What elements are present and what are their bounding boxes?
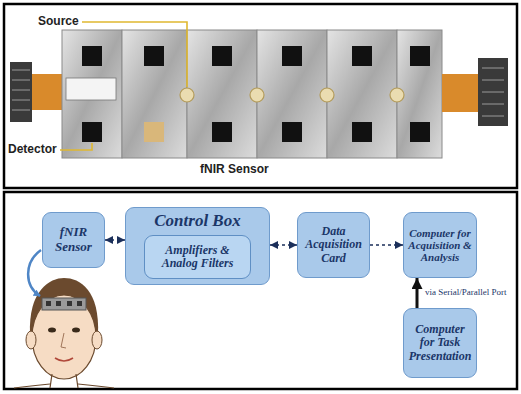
node-label: Data Acquisition Card: [302, 225, 365, 265]
leader-line: [82, 22, 187, 87]
connector-plug: [12, 110, 30, 111]
connector-plug: [442, 58, 508, 126]
sensor-box: fNIR Sensor: [42, 212, 105, 268]
connector-plug: [482, 80, 504, 81]
caption-label: fNIR Sensor: [200, 163, 269, 177]
pointer-arrow: [28, 250, 41, 296]
detector-window: [144, 46, 164, 66]
panel-frame: [4, 192, 517, 389]
detector-window: [282, 46, 302, 66]
connector-plug: [32, 74, 64, 110]
detector-window: [82, 46, 102, 66]
detector-window: [212, 122, 232, 142]
detector-window: [410, 122, 430, 142]
connector-plug: [10, 62, 64, 122]
head-drawing: [14, 384, 114, 388]
head-drawing: [50, 374, 78, 388]
connector-plug: [482, 68, 504, 69]
source-emitter: [390, 88, 404, 102]
foil-pad: [327, 30, 397, 158]
computer-box: Computer for Acquisition & Analysis: [403, 212, 477, 278]
head-drawing: [14, 250, 114, 388]
sensor-photo: [4, 4, 517, 188]
head-drawing: [48, 328, 56, 333]
head-drawing: [72, 328, 80, 333]
connector-arrow: [416, 278, 419, 308]
detector-window: [410, 46, 430, 66]
connector-plug: [482, 104, 504, 105]
control-box: Control BoxAmplifiers & Analog Filters: [125, 207, 270, 285]
connector-arrow: [270, 244, 297, 246]
connector-plug: [12, 80, 30, 81]
part-label: Detector: [8, 143, 57, 157]
connector-plug: [12, 70, 30, 71]
connector-arrow: [370, 244, 403, 246]
filter-box: Amplifiers & Analog Filters: [144, 235, 251, 279]
foil-pad: [62, 30, 122, 158]
source-emitter: [250, 88, 264, 102]
connector-plug: [10, 62, 32, 122]
leader-line: [60, 22, 187, 150]
computer-box: Computer for Task Presentation: [403, 308, 477, 378]
foil-pad: [62, 30, 442, 158]
sensor-band: [46, 301, 82, 306]
sticker: [66, 78, 116, 100]
head-drawing: [92, 331, 102, 349]
connector-plug: [478, 58, 508, 126]
detector-window: [282, 122, 302, 142]
leader-line: [60, 143, 92, 150]
node-label: Control Box: [130, 211, 265, 230]
source-emitter: [180, 88, 404, 102]
part-label: Source: [38, 15, 79, 29]
head-drawing: [55, 358, 73, 361]
daq-box: Data Acquisition Card: [297, 212, 370, 278]
connector-plug: [12, 100, 30, 101]
connector-plug: [12, 90, 30, 91]
sensor-band: [67, 301, 72, 306]
head-drawing: [61, 333, 66, 348]
sensor-band: [42, 298, 86, 310]
node-label: Computer for Task Presentation: [408, 323, 472, 363]
node-label: Computer for Acquisition & Analysis: [408, 227, 472, 264]
connector-arrow: [105, 239, 125, 241]
connector-plug: [482, 92, 504, 93]
sensor-band: [56, 301, 61, 306]
node-label: Amplifiers & Analog Filters: [149, 244, 246, 271]
detector-window: [352, 122, 372, 142]
detector-window: [352, 46, 372, 66]
foil-pad: [257, 30, 327, 158]
detector-window: [212, 46, 232, 66]
head-drawing: [32, 295, 96, 379]
head-drawing: [26, 331, 36, 349]
panel-frame: [4, 4, 517, 188]
source-emitter: [180, 88, 194, 102]
source-emitter: [320, 88, 334, 102]
detector-window: [82, 122, 102, 142]
connector-plug: [482, 116, 504, 117]
detector-window: [82, 46, 430, 142]
sensor-band: [77, 301, 82, 306]
node-label: fNIR Sensor: [47, 225, 100, 254]
sensor-band: [46, 301, 51, 306]
foil-pad: [187, 30, 257, 158]
detector-window: [144, 122, 164, 142]
foil-pad: [122, 30, 187, 158]
edge-label: via Serial/Parallel Port: [423, 288, 508, 298]
connector-plug: [442, 74, 478, 112]
